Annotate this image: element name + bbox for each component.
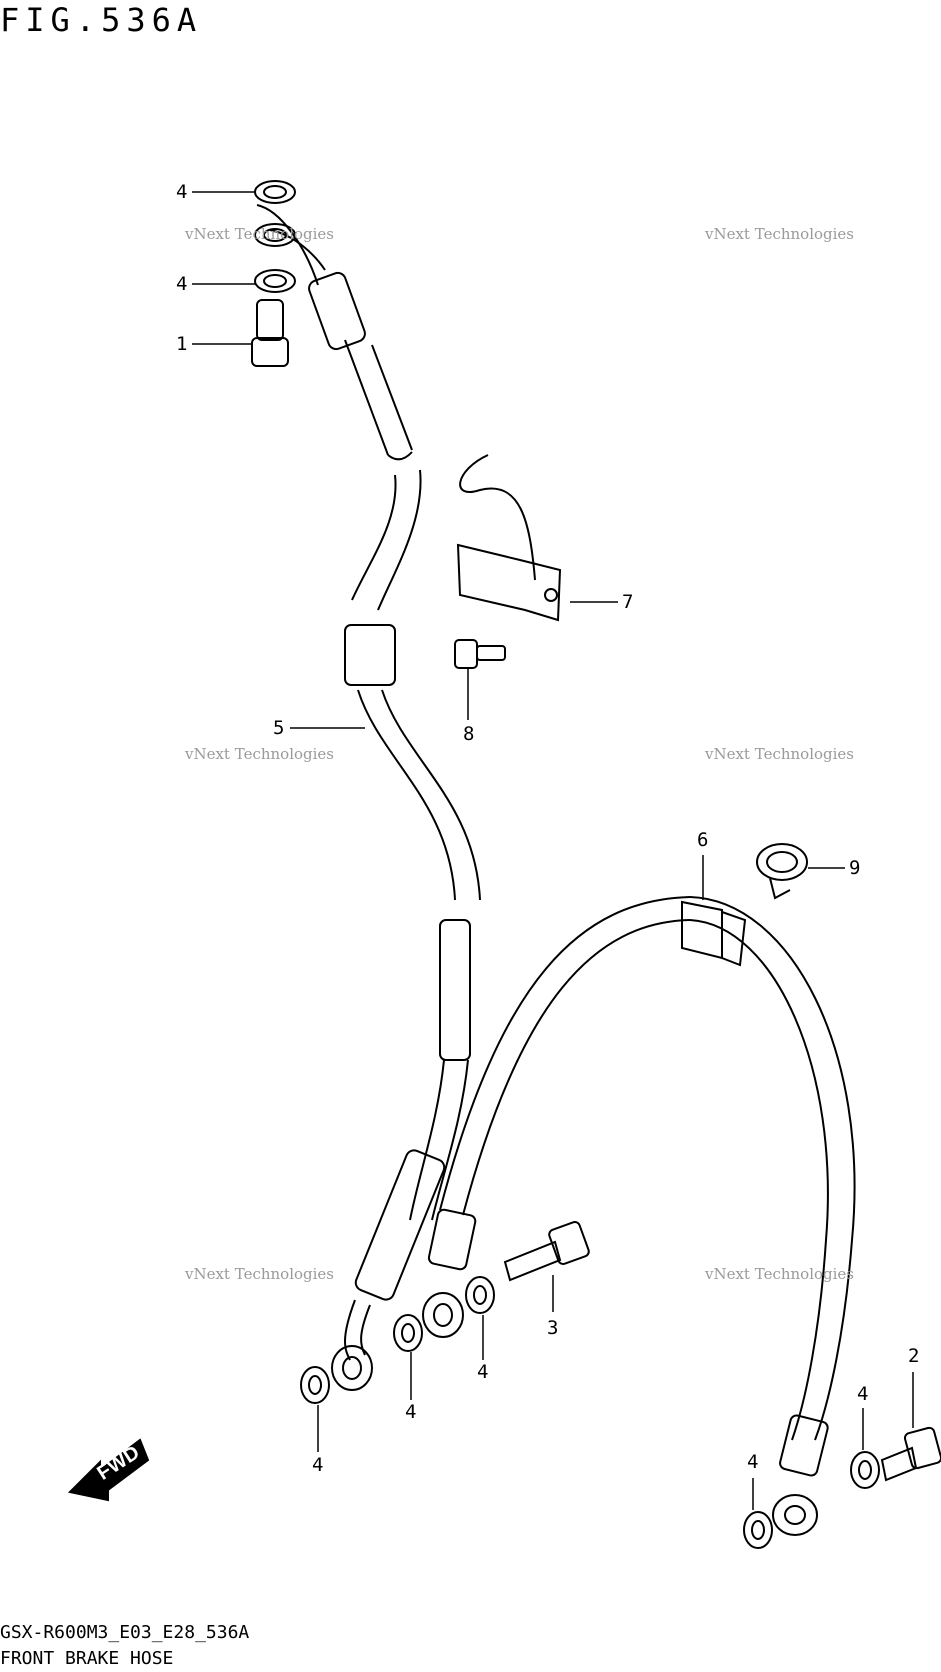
- callout-4: 4: [857, 1383, 869, 1405]
- callout-7: 7: [622, 591, 634, 613]
- callout-3: 3: [547, 1317, 559, 1339]
- front-brake-hose-upper[interactable]: [256, 204, 481, 1391]
- union-bolt-3[interactable]: [503, 1221, 590, 1282]
- front-brake-hose-lower[interactable]: [422, 896, 856, 1536]
- callout-4: 4: [176, 181, 188, 203]
- hose-clamp-bracket[interactable]: [456, 454, 562, 622]
- section-name: FRONT BRAKE HOSE: [0, 1648, 174, 1669]
- callout-9: 9: [849, 857, 861, 879]
- union-bolt-2[interactable]: [880, 1426, 941, 1482]
- union-bolt[interactable]: [251, 299, 289, 367]
- fwd-arrow: [67, 1438, 150, 1502]
- callout-8: 8: [463, 723, 475, 745]
- bracket-bolt[interactable]: [454, 639, 506, 669]
- model-code: GSX-R600M3_E03_E28_536A: [0, 1622, 250, 1643]
- callout-2: 2: [908, 1345, 920, 1367]
- gasket-washers[interactable]: [254, 180, 880, 1549]
- callout-4: 4: [477, 1361, 489, 1383]
- callout-4: 4: [405, 1401, 417, 1423]
- callout-4: 4: [176, 273, 188, 295]
- callout-4: 4: [312, 1454, 324, 1476]
- callout-1: 1: [176, 333, 188, 355]
- callout-6: 6: [697, 829, 709, 851]
- callout-5: 5: [273, 717, 285, 739]
- leader-lines: [192, 191, 914, 1510]
- callout-4: 4: [747, 1451, 759, 1473]
- figure-title: FIG.536A: [0, 1, 203, 39]
- hose-clamp[interactable]: [756, 843, 808, 900]
